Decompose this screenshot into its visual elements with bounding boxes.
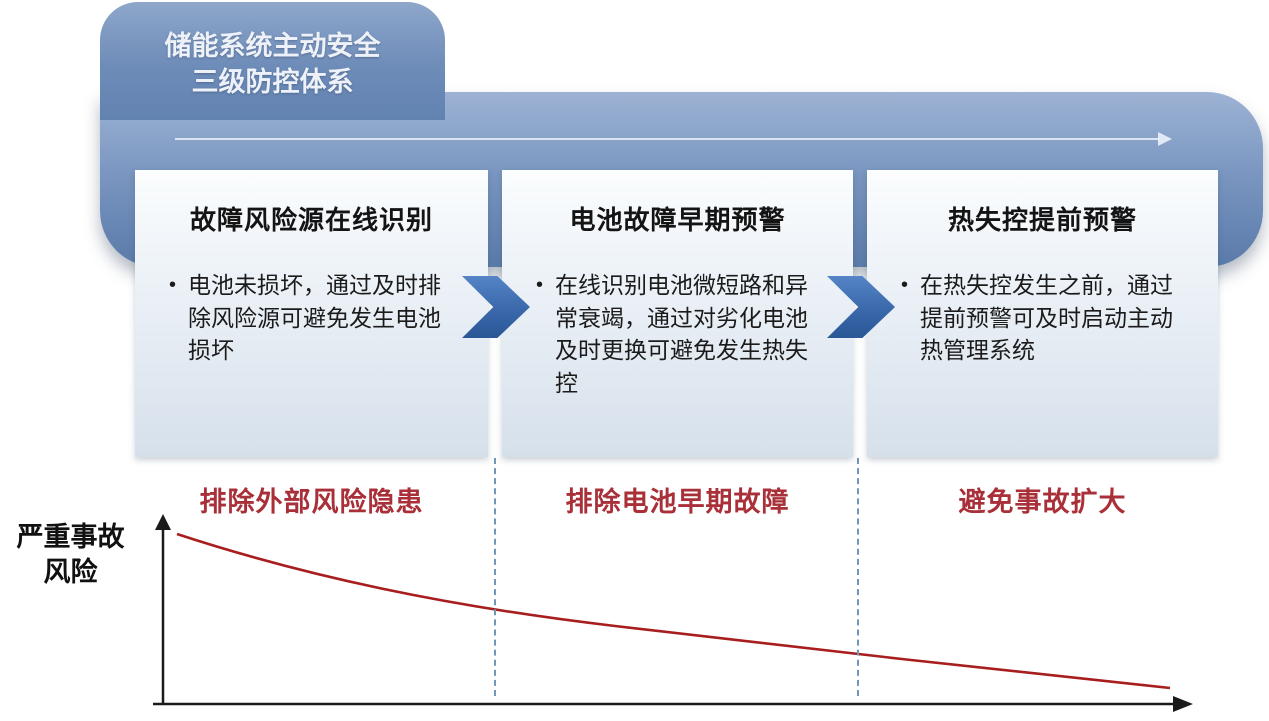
y-axis-arrow-icon	[155, 514, 171, 530]
stage-2-body-text: 在线识别电池微短路和异常衰竭，通过对劣化电池及时更换可避免发生热失控	[555, 272, 809, 396]
stage-2-title: 电池故障早期预警	[569, 205, 786, 235]
stage-1-outcome-label: 排除外部风险隐患	[199, 487, 424, 517]
bullet-icon: •	[901, 274, 909, 296]
banner-title-line1: 储能系统主动安全	[164, 31, 381, 61]
stage-1-title: 故障风险源在线识别	[189, 205, 433, 235]
banner-title-line2: 三级防控体系	[191, 67, 354, 98]
stage-2-body: • 在线识别电池微短路和异常衰竭，通过对劣化电池及时更换可避免发生热失控	[502, 269, 853, 400]
bullet-icon: •	[169, 274, 177, 296]
dashed-separator	[857, 458, 859, 696]
dashed-separator	[494, 458, 496, 696]
stage-box-3: 热失控提前预警 • 在热失控发生之前，通过提前预警可及时启动主动热管理系统	[867, 170, 1218, 457]
banner-title: 储能系统主动安全 三级防控体系	[100, 28, 445, 101]
stage-1-body-text: 电池未损坏，通过及时排除风险源可避免发生电池损坏	[188, 272, 442, 364]
risk-curve	[176, 532, 1171, 690]
banner-title-block: 储能系统主动安全 三级防控体系	[100, 2, 445, 120]
stage-3-body: • 在热失控发生之前，通过提前预警可及时启动主动热管理系统	[867, 269, 1218, 367]
stage-box-2: 电池故障早期预警 • 在线识别电池微短路和异常衰竭，通过对劣化电池及时更换可避免…	[502, 170, 853, 457]
stage-3-body-text: 在热失控发生之前，通过提前预警可及时启动主动热管理系统	[920, 272, 1174, 364]
stage-1-body: • 电池未损坏，通过及时排除风险源可避免发生电池损坏	[135, 269, 488, 367]
risk-decay-chart	[153, 514, 1193, 712]
stage-3-outcome-label: 避免事故扩大	[958, 487, 1127, 517]
x-axis-arrow-icon	[1173, 696, 1193, 712]
timeline-arrow-icon	[175, 132, 1172, 146]
bullet-icon: •	[536, 274, 544, 296]
stage-2-outcome-label: 排除电池早期故障	[565, 487, 790, 517]
chart-ylabel: 严重事故风险	[16, 522, 125, 588]
stage-box-1: 故障风险源在线识别 • 电池未损坏，通过及时排除风险源可避免发生电池损坏	[135, 170, 488, 457]
stage-3-title: 热失控提前预警	[947, 205, 1137, 235]
